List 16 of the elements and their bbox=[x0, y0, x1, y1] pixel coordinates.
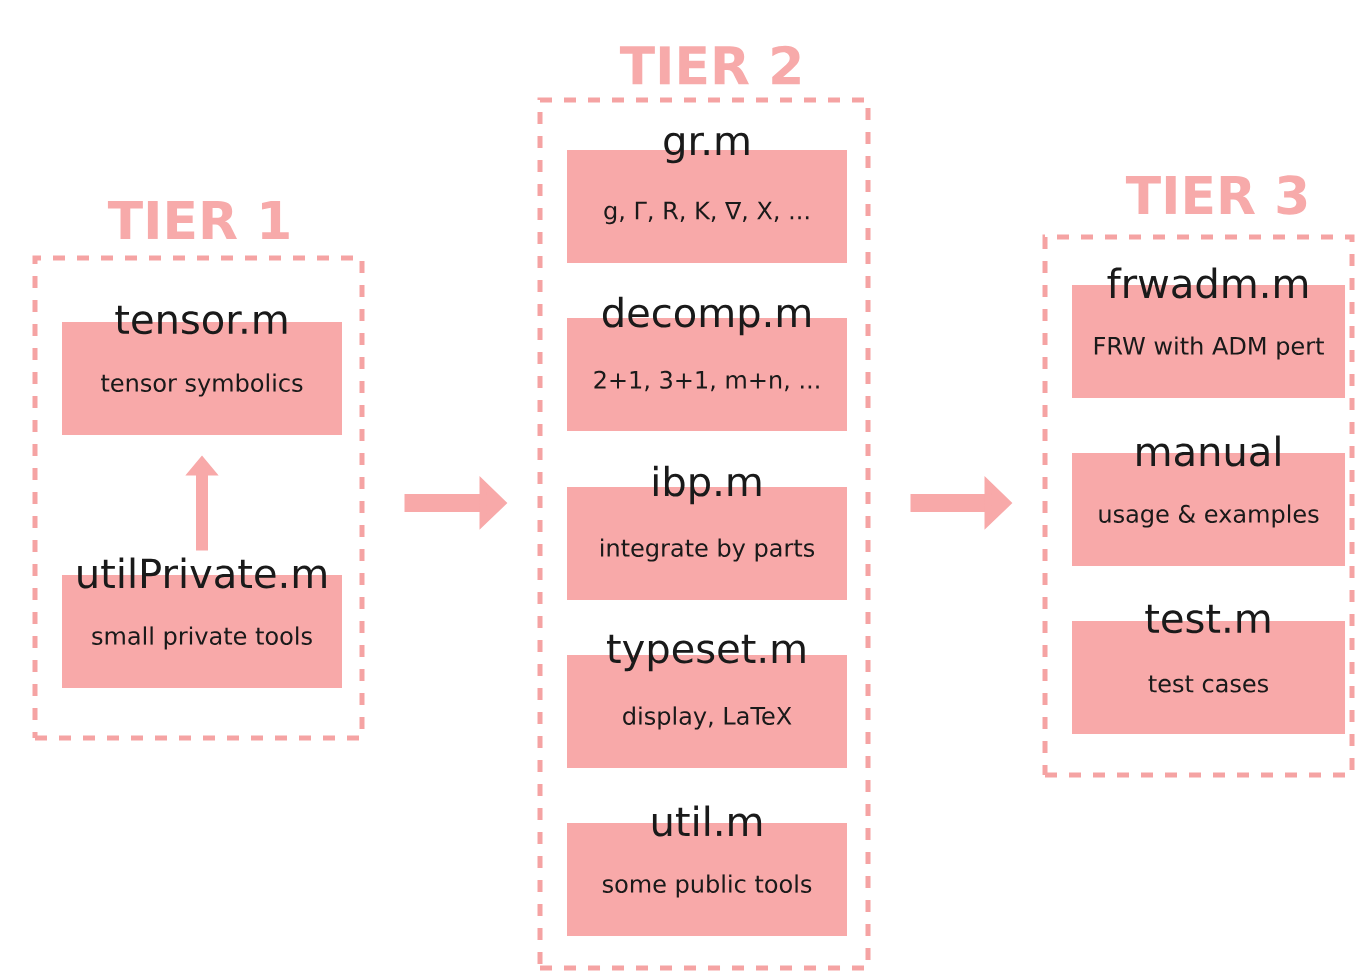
module-box: test.m test cases bbox=[1072, 604, 1345, 734]
tier-heading: TIER 2 bbox=[619, 45, 800, 85]
module-box: tensor.m tensor symbolics bbox=[62, 305, 342, 435]
tier-frame bbox=[32, 255, 365, 741]
module-box: decomp.m 2+1, 3+1, m+n, ... bbox=[567, 296, 847, 431]
module-box: util.m some public tools bbox=[567, 805, 847, 936]
tier-frame bbox=[1042, 234, 1355, 778]
tier-heading: TIER 3 bbox=[1125, 175, 1307, 215]
module-box: utilPrivate.m small private tools bbox=[62, 557, 342, 688]
module-box: manual usage & examples bbox=[1072, 435, 1345, 566]
module-box: typeset.m display, LaTeX bbox=[567, 634, 847, 768]
tier-heading: TIER 1 bbox=[107, 201, 289, 239]
module-box: gr.m g, Γ, R, K, ∇, X, ... bbox=[567, 132, 847, 263]
module-box: ibp.m integrate by parts bbox=[567, 465, 847, 600]
tier-frame bbox=[537, 97, 871, 971]
module-box: frwadm.m FRW with ADM pert bbox=[1072, 267, 1345, 398]
